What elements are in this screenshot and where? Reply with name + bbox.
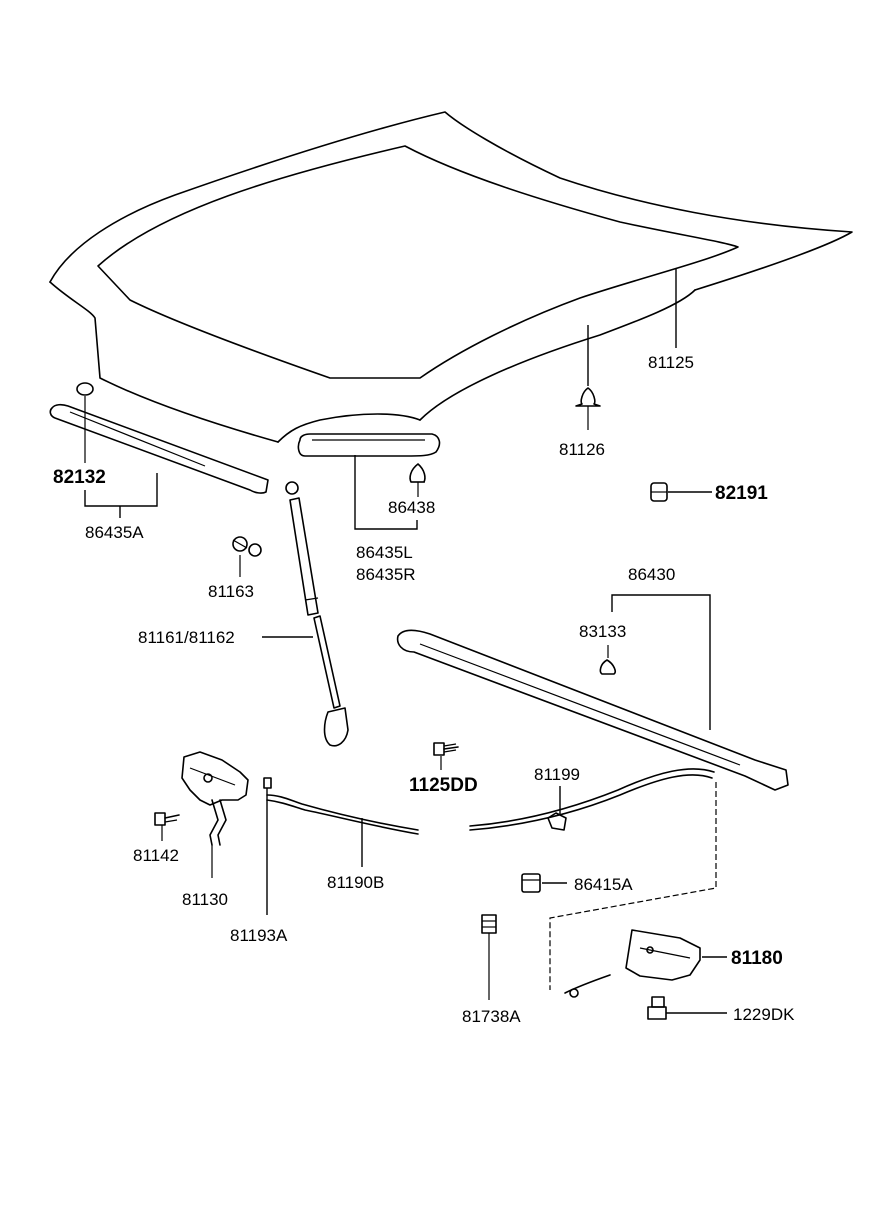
label-81126: 81126 [559, 440, 605, 459]
bolt-81163 [232, 536, 262, 577]
label-81163: 81163 [208, 582, 254, 601]
release-handle-81180 [549, 782, 727, 1020]
bumper-81738A [481, 914, 497, 1000]
label-86435R: 86435R [356, 565, 416, 584]
hood-clip-81126 [575, 387, 601, 430]
label-81142: 81142 [133, 846, 179, 865]
hood-latch-81130 [181, 751, 249, 878]
label-86438: 86438 [388, 498, 435, 517]
gas-lifter-81161 [262, 481, 349, 747]
label-86430: 86430 [628, 565, 675, 584]
label-82191: 82191 [715, 483, 768, 504]
label-81190B: 81190B [327, 873, 384, 892]
label-86435L: 86435L [356, 543, 413, 562]
label-82132: 82132 [53, 467, 106, 488]
label-81161-81162: 81161/81162 [138, 628, 235, 647]
label-1125DD: 1125DD [409, 775, 478, 796]
label-1229DK: 1229DK [733, 1005, 795, 1024]
bumper-86415A [521, 873, 567, 893]
label-86415A: 86415A [574, 875, 633, 894]
bolt-1125DD [433, 742, 459, 770]
label-81125: 81125 [648, 353, 694, 372]
label-81193A: 81193A [230, 926, 288, 945]
weatherstrip-86435L-R [297, 433, 441, 530]
weatherstrip-86435A [49, 382, 269, 518]
label-81738A: 81738A [462, 1007, 521, 1026]
label-86435A: 86435A [85, 523, 144, 542]
release-cable-81190B [263, 768, 715, 915]
seal-86430 [396, 594, 789, 791]
bolt-81142 [154, 812, 180, 841]
label-81199: 81199 [534, 765, 580, 784]
label-83133: 83133 [579, 622, 626, 641]
label-81180: 81180 [731, 948, 783, 969]
label-81130: 81130 [182, 890, 228, 909]
hood-panel [49, 111, 853, 443]
rubber-bumper-82191 [650, 482, 712, 502]
